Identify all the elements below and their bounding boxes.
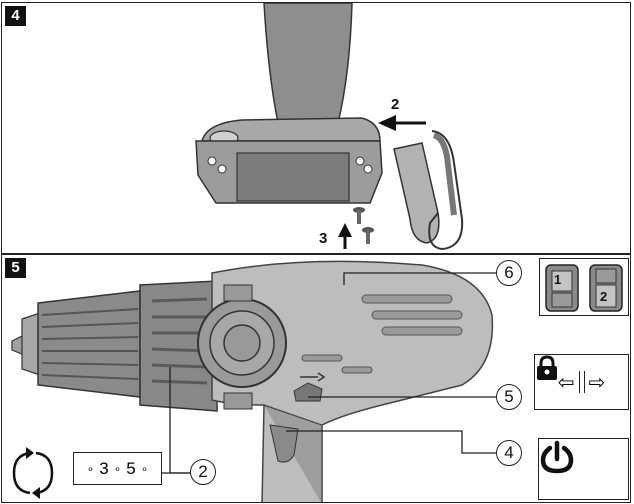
lock-icon: [537, 355, 557, 380]
direction-lock-box: ⇦ ⇨: [534, 354, 629, 410]
divider: [583, 371, 585, 393]
gear-switch-graphic: [545, 264, 623, 312]
figure-4-panel: 4 2 3: [1, 2, 631, 254]
gear-2-label: 2: [600, 289, 608, 304]
screws: [353, 207, 374, 244]
figure-4-illustration: [195, 3, 464, 251]
callout-2: 2: [190, 459, 216, 485]
divider: [578, 371, 580, 393]
callout-4: 4: [496, 440, 522, 466]
figure-5-illustration: [11, 260, 498, 502]
arrow-left-icon: ⇦: [557, 371, 575, 394]
chuck: [37, 290, 141, 398]
figure-5-number: 5: [5, 258, 26, 278]
gear-1-label: 1: [554, 272, 562, 287]
gear-selector-box: 1 2: [539, 258, 629, 316]
belt-clip: [393, 142, 440, 244]
figure-5-panel: 5 6 1 2 ⇦ ⇨ 5 4 ∘: [1, 254, 631, 503]
torque-collar: [139, 280, 218, 412]
speed-3-label: 3: [99, 458, 109, 478]
speed-5-label: 5: [126, 458, 136, 478]
step-3-label: 3: [319, 230, 328, 247]
battery-top: [201, 117, 381, 142]
power-box: [538, 438, 629, 500]
figure-4-number: 4: [5, 6, 26, 26]
power-icon: [540, 440, 574, 474]
arrow-right-icon: ⇨: [588, 371, 606, 394]
step-2-label: 2: [391, 96, 400, 113]
speed-setting-box: ∘ 3 ∘ 5 ∘: [73, 452, 162, 485]
drill-handle: [263, 3, 353, 124]
rotation-icon: [12, 451, 54, 495]
dot-icon: ∘: [86, 461, 95, 476]
trigger: [269, 424, 299, 463]
dot-icon: ∘: [140, 461, 149, 476]
callout-5: 5: [496, 384, 522, 410]
dot-icon: ∘: [113, 461, 122, 476]
callout-6: 6: [496, 260, 522, 286]
